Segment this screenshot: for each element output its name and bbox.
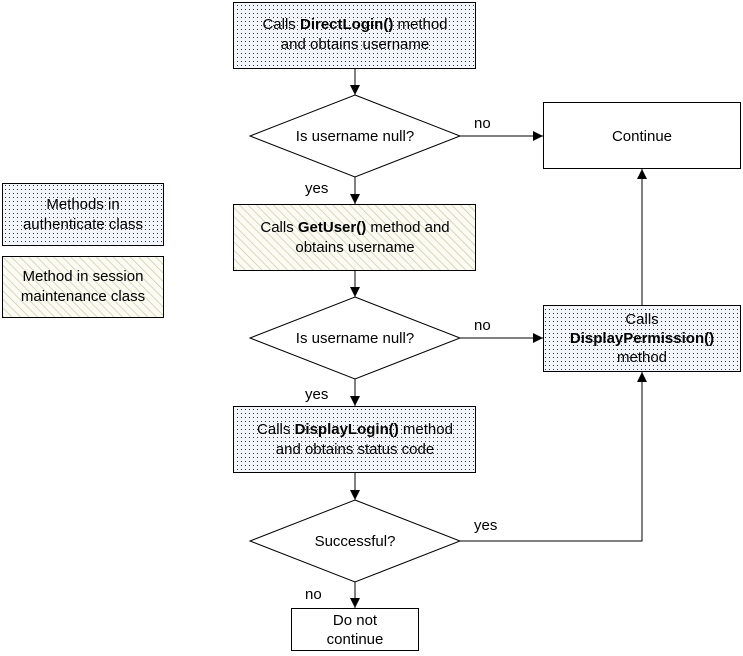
legend-session-line1: Method in session [23, 268, 144, 285]
get-user-line1: Calls GetUser() method and [260, 219, 449, 236]
decision-successful-label: Successful? [315, 533, 396, 550]
decision-username-null-2: Is username null? [248, 296, 462, 380]
decision-username-null-1: Is username null? [248, 94, 462, 178]
decision-username-null-2-label: Is username null? [296, 330, 414, 347]
do-not-continue-line1: Do not [333, 612, 378, 629]
legend-authenticate: Methods in authenticate class [2, 183, 164, 246]
continue-label: Continue [612, 128, 672, 145]
legend-session-line2: maintenance class [21, 288, 145, 305]
decision-successful: Successful? [248, 499, 462, 583]
get-user-box: Calls GetUser() method and obtains usern… [233, 204, 476, 271]
display-login-line1: Calls DisplayLogin() method [257, 421, 453, 438]
direct-login-line1: Calls DirectLogin() method [262, 16, 447, 33]
do-not-continue-box: Do not continue [291, 608, 419, 651]
display-permission-line2: DisplayPermission() [570, 330, 714, 347]
do-not-continue-line2: continue [327, 631, 384, 648]
display-login-line2: and obtains status code [276, 441, 434, 458]
direct-login-box: Calls DirectLogin() method and obtains u… [233, 2, 476, 69]
get-user-line2: obtains username [295, 239, 414, 256]
edge-label-check1-no: no [474, 115, 491, 132]
legend-authenticate-line1: Methods in [46, 196, 119, 213]
direct-login-line2: and obtains username [281, 36, 429, 53]
edge-label-successful-no: no [305, 586, 322, 603]
legend-session: Method in session maintenance class [2, 256, 164, 318]
edge-label-successful-yes: yes [474, 517, 497, 534]
legend-authenticate-line2: authenticate class [23, 216, 143, 233]
display-permission-box: Calls DisplayPermission() method [543, 305, 741, 372]
continue-box: Continue [543, 102, 741, 169]
edge-label-check2-yes: yes [305, 386, 328, 403]
edge-successful-yes [460, 372, 647, 542]
display-permission-line1: Calls [625, 311, 658, 328]
display-permission-line3: method [617, 349, 667, 366]
decision-username-null-1-label: Is username null? [296, 128, 414, 145]
edge-label-check1-yes: yes [305, 180, 328, 197]
display-login-box: Calls DisplayLogin() method and obtains … [233, 406, 476, 473]
edge-label-check2-no: no [474, 317, 491, 334]
